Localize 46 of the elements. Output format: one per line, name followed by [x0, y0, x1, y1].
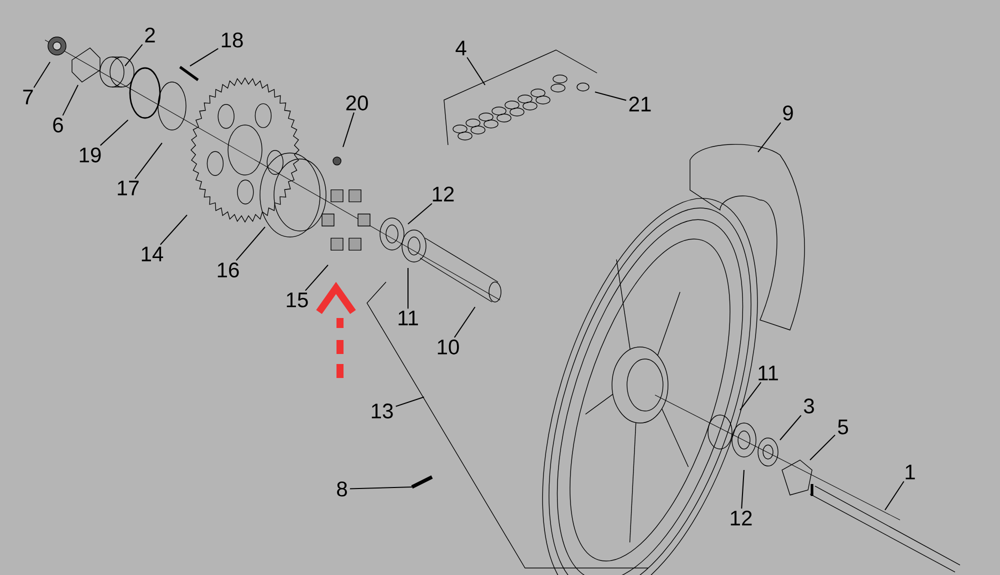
callout-number: 11 [758, 366, 778, 380]
leader-line [810, 434, 836, 460]
callout-number: 1 [906, 464, 915, 480]
callout-number: 2 [145, 28, 155, 42]
leader-line [454, 306, 476, 338]
leader-line [884, 481, 904, 510]
leader-line [741, 470, 745, 509]
callout-number: 20 [346, 96, 368, 110]
leader-line [236, 226, 266, 261]
callout-number: 21 [629, 96, 651, 112]
leader-line [134, 142, 162, 179]
leader-line [304, 264, 328, 291]
leader-line [160, 214, 188, 245]
callout-number: 15 [286, 292, 308, 308]
callout-number: 6 [53, 118, 63, 132]
callout-number: 10 [438, 340, 459, 354]
callout-number: 16 [218, 262, 239, 278]
callout-number: 19 [80, 148, 101, 162]
callout-number: 9 [783, 106, 793, 120]
callout-number: 17 [118, 180, 139, 196]
callout-number: 3 [804, 398, 814, 414]
leader-line [100, 120, 128, 146]
callout-number: 13 [372, 404, 393, 418]
leader-line [33, 62, 50, 88]
leader-line [594, 92, 626, 101]
leader-line [350, 486, 412, 490]
callout-number: 4 [456, 40, 466, 56]
leader-line [190, 48, 218, 66]
leader-line [124, 44, 143, 66]
leader-line [396, 396, 424, 407]
leader-line [758, 122, 782, 152]
leader-line [408, 203, 432, 224]
callout-number: 14 [142, 246, 164, 262]
callout-number: 12 [432, 186, 454, 202]
callout-number: 11 [398, 310, 418, 326]
callout-number: 18 [222, 32, 243, 48]
callout-number: 8 [337, 482, 347, 496]
leader-line [780, 415, 802, 440]
leader-line [740, 382, 762, 410]
leader-line [466, 57, 486, 86]
callout-number: 12 [730, 510, 752, 526]
callout-number: 5 [838, 420, 848, 434]
leader-line [342, 112, 354, 148]
leader-line [62, 84, 78, 116]
callout-number: 7 [23, 90, 33, 104]
leader-line [407, 268, 409, 309]
